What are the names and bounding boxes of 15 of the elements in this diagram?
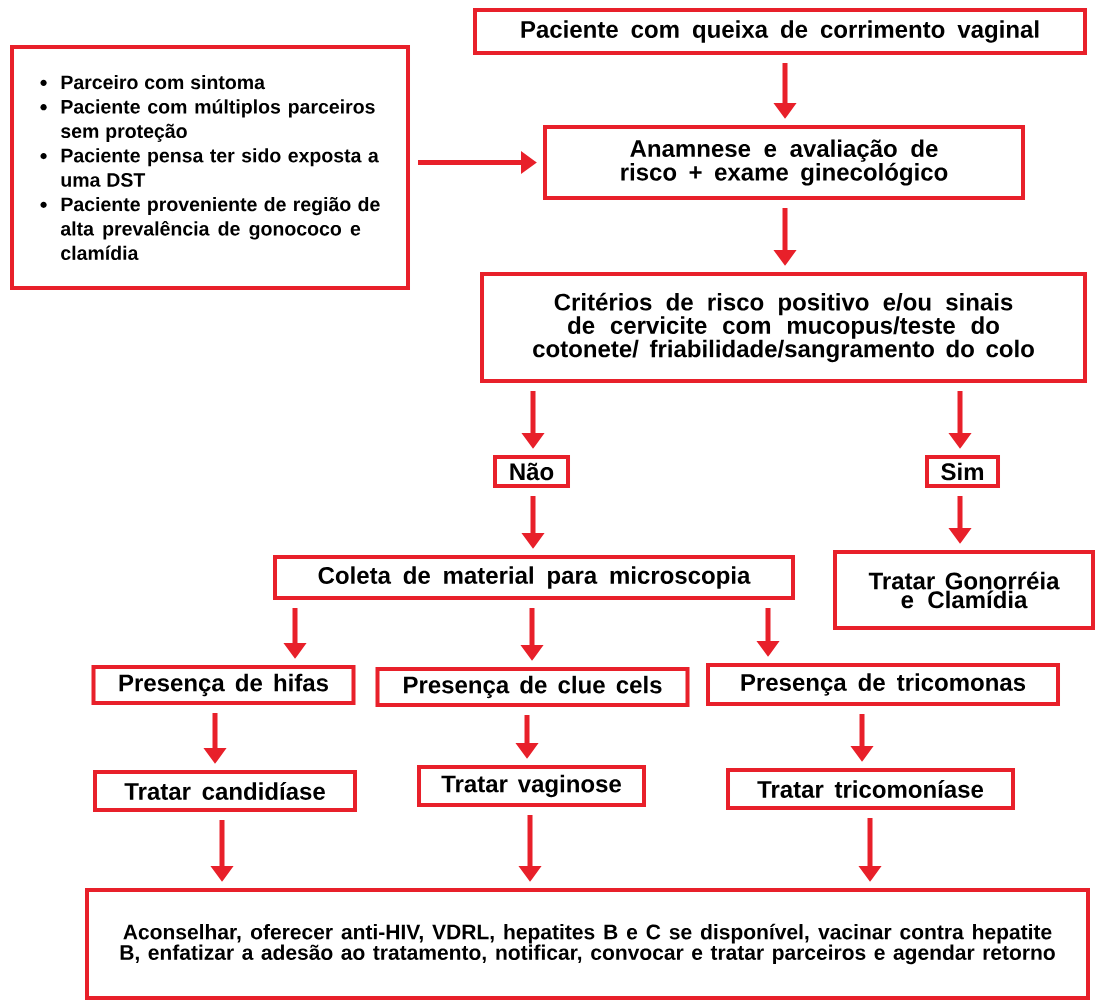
- process-box: Paciente com queixa de corrimento vaginal: [473, 8, 1087, 55]
- process-box: Critérios de risco positivo e/ou sinais de cervicite com mucopus/teste do cotonete/ friabilidade/sangramento do colo: [480, 272, 1087, 383]
- process-box: Presença de tricomonas: [706, 663, 1060, 706]
- process-box: Tratar Gonorréia e Clamídia: [833, 550, 1095, 630]
- process-box: Tratar tricomoníase: [726, 768, 1015, 810]
- process-box: Presença de hifas: [91, 665, 356, 705]
- process-box: Coleta de material para microscopia: [273, 555, 795, 600]
- process-box: Anamnese e avaliação de risco + exame ginecológico: [543, 125, 1025, 200]
- process-box: Não: [493, 455, 570, 488]
- process-box: Aconselhar, oferecer anti-HIV, VDRL, hepatites B e C se disponível, vacinar contra hepatite B, enfatizar a adesão ao tratamento, notificar, convocar e tratar parceiros e agendar retorno: [85, 888, 1090, 1000]
- process-box: Presença de clue cels: [375, 667, 690, 707]
- process-box: Tratar candidíase: [93, 770, 357, 812]
- process-box: Tratar vaginose: [417, 765, 646, 807]
- criteria-box: Parceiro com sintoma Paciente com múltiplos parceiros sem proteção Paciente pensa ter sido exposta a uma DST Paciente proveniente de região de alta prevalência de gonococo e clamídia: [10, 45, 410, 290]
- process-box: Sim: [925, 455, 1000, 488]
